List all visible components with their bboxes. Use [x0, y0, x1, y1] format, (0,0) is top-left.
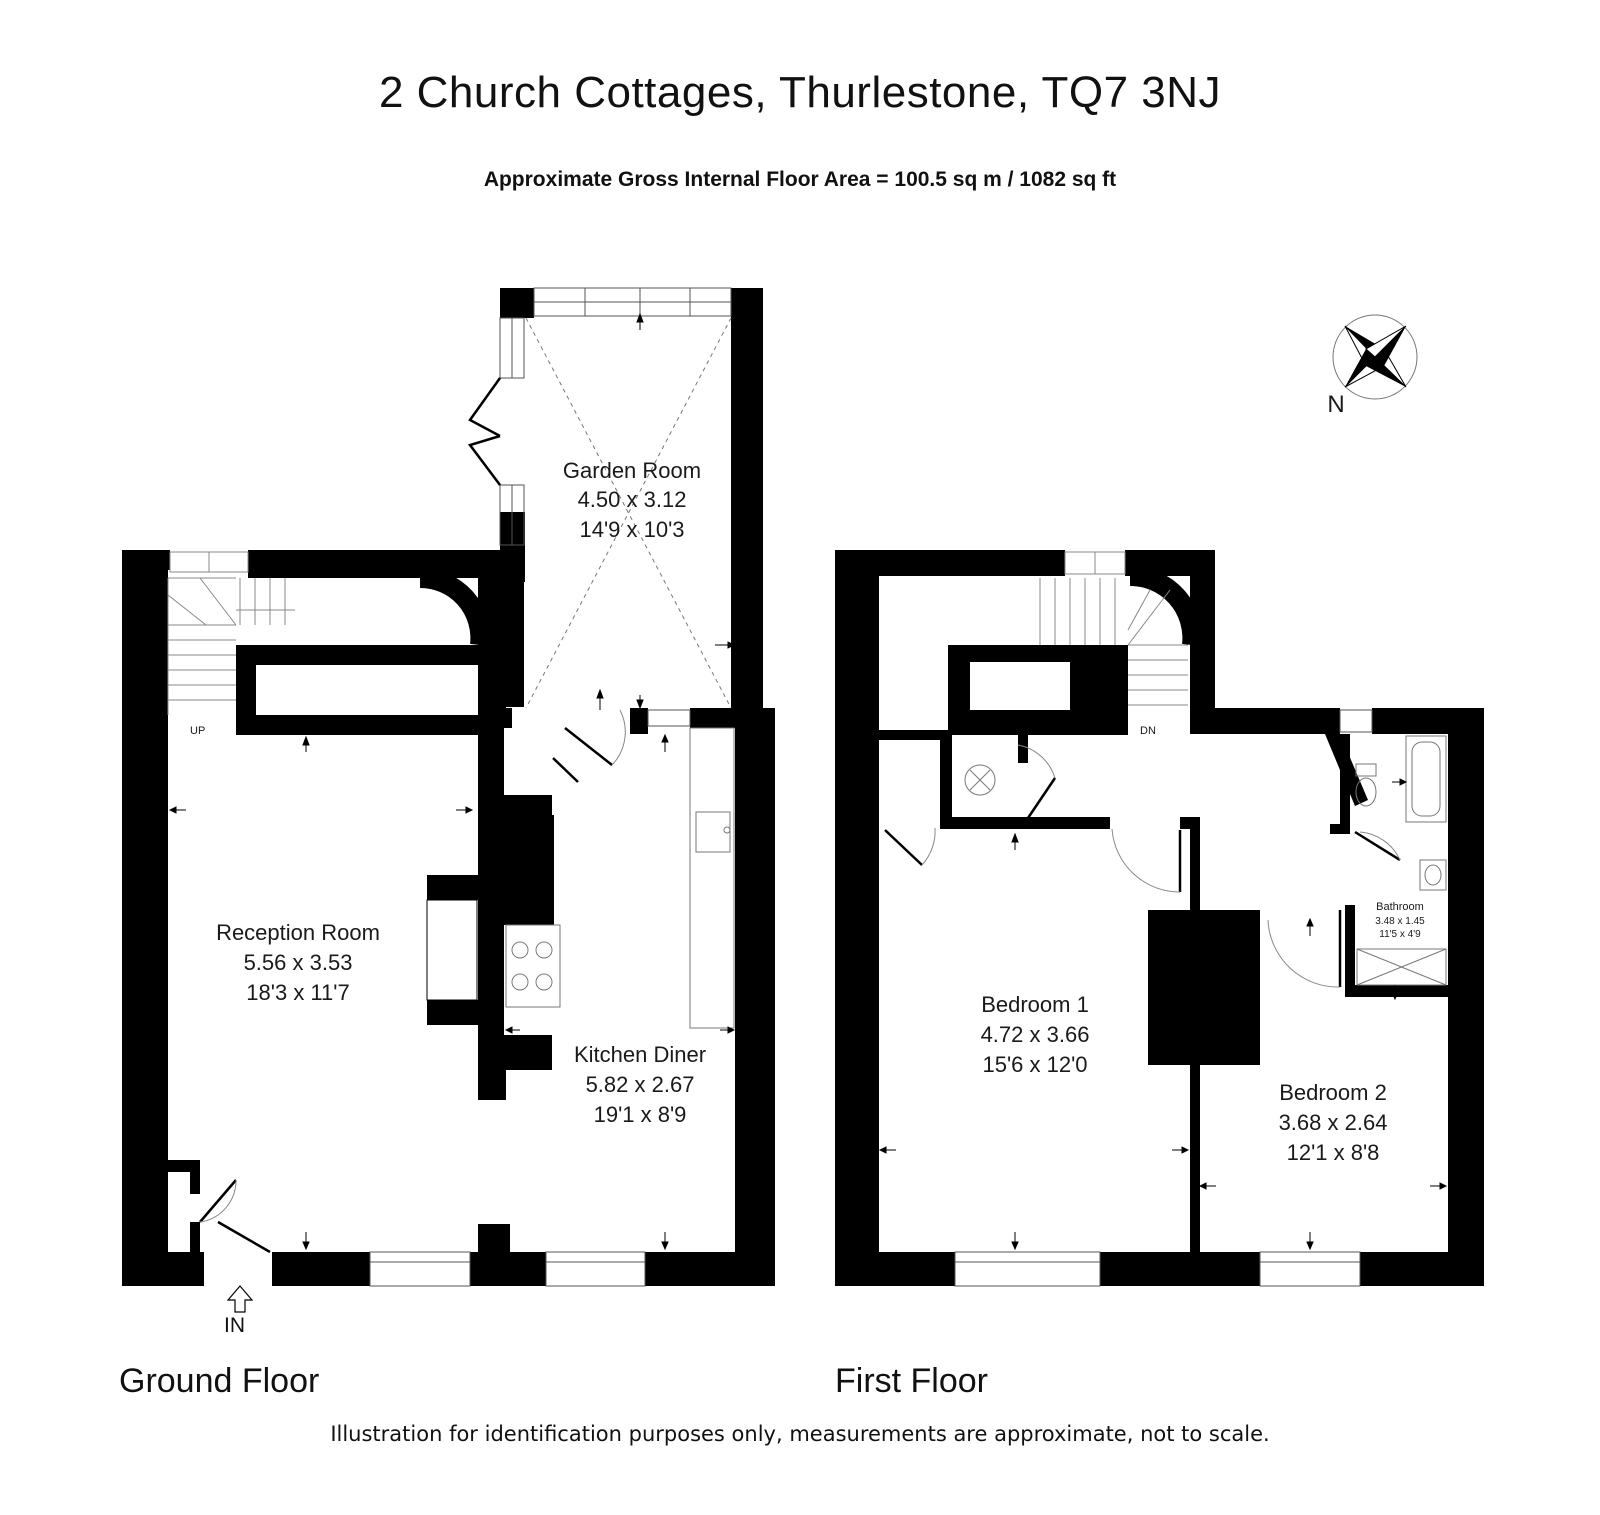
ground-floor-walls — [122, 550, 775, 1286]
bathroom-metric: 3.48 x 1.45 — [1375, 916, 1425, 927]
entrance-label: IN — [224, 1314, 245, 1337]
garden-room-imperial: 14'9 x 10'3 — [579, 517, 684, 542]
ground-floor-door-swings — [199, 709, 626, 1223]
garden-room-name: Garden Room — [563, 458, 701, 483]
first-floor-doors — [884, 777, 1401, 987]
garden-room-side-windows — [499, 317, 525, 546]
reception-room-metric: 5.56 x 3.53 — [244, 950, 353, 975]
first-floor-staircase — [1039, 551, 1188, 706]
first-floor-stair-curved-wall — [1129, 565, 1203, 647]
reception-room-name: Reception Room — [216, 920, 380, 945]
stairs-up-label: UP — [190, 725, 205, 737]
bedroom-1-name: Bedroom 1 — [981, 992, 1089, 1017]
kitchen-diner-metric: 5.82 x 2.67 — [586, 1072, 695, 1097]
bathroom-angled-wall — [1325, 734, 1368, 806]
bedroom-1-metric: 4.72 x 3.66 — [981, 1022, 1090, 1047]
first-floor-front-windows — [954, 1251, 1361, 1287]
stairs-down-label: DN — [1140, 725, 1156, 737]
compass-rose-icon — [1332, 314, 1418, 400]
bathroom-window — [1339, 709, 1373, 733]
kitchen-worktop — [505, 727, 735, 1029]
ground-floor-label: Ground Floor — [119, 1362, 320, 1400]
bedroom-1-imperial: 15'6 x 12'0 — [982, 1052, 1087, 1077]
kitchen-diner-name: Kitchen Diner — [574, 1042, 706, 1067]
bedroom-2-name: Bedroom 2 — [1279, 1080, 1387, 1105]
bedroom-2-metric: 3.68 x 2.64 — [1279, 1110, 1388, 1135]
first-floor-label: First Floor — [835, 1362, 988, 1400]
ground-floor-plan: UP Garden Room 4.50 x 3.12 14'9 x 10'3 R… — [122, 287, 775, 1313]
chimney-breast — [426, 899, 478, 1001]
bedroom-2-imperial: 12'1 x 8'8 — [1287, 1140, 1380, 1165]
kitchen-diner-imperial: 19'1 x 8'9 — [594, 1102, 687, 1127]
bathroom-imperial: 11'5 x 4'9 — [1379, 929, 1421, 940]
first-floor-door-swings — [921, 744, 1401, 988]
first-floor-stair-void — [970, 662, 1070, 710]
stair-curved-wall — [419, 567, 491, 647]
floor-area-summary: Approximate Gross Internal Floor Area = … — [483, 168, 1117, 191]
disclaimer-footer: Illustration for identification purposes… — [330, 1422, 1270, 1446]
ground-floor-doors — [199, 727, 613, 1254]
bathroom-name: Bathroom — [1376, 901, 1424, 913]
kitchen-top-window — [647, 709, 691, 727]
garden-room-roof-lines — [525, 317, 732, 709]
ground-floor-staircase — [167, 551, 295, 715]
first-floor-measure-arrows — [878, 778, 1448, 1251]
ground-floor-measure-arrows — [168, 312, 736, 1251]
garden-room-window — [533, 287, 732, 317]
first-floor-plan: DN — [835, 550, 1484, 1287]
page-title: 2 Church Cottages, Thurlestone, TQ7 3NJ — [378, 68, 1222, 117]
compass-north-label: N — [1327, 391, 1344, 418]
garden-room-french-doors — [467, 377, 502, 486]
hot-water-cylinder-icon — [964, 764, 996, 796]
garden-room-metric: 4.50 x 3.12 — [578, 487, 687, 512]
entrance-arrow-icon — [226, 1285, 254, 1313]
reception-room-imperial: 18'3 x 11'7 — [246, 980, 349, 1005]
bathroom-fixtures — [1355, 735, 1447, 986]
ground-floor-front-windows — [369, 1251, 646, 1287]
